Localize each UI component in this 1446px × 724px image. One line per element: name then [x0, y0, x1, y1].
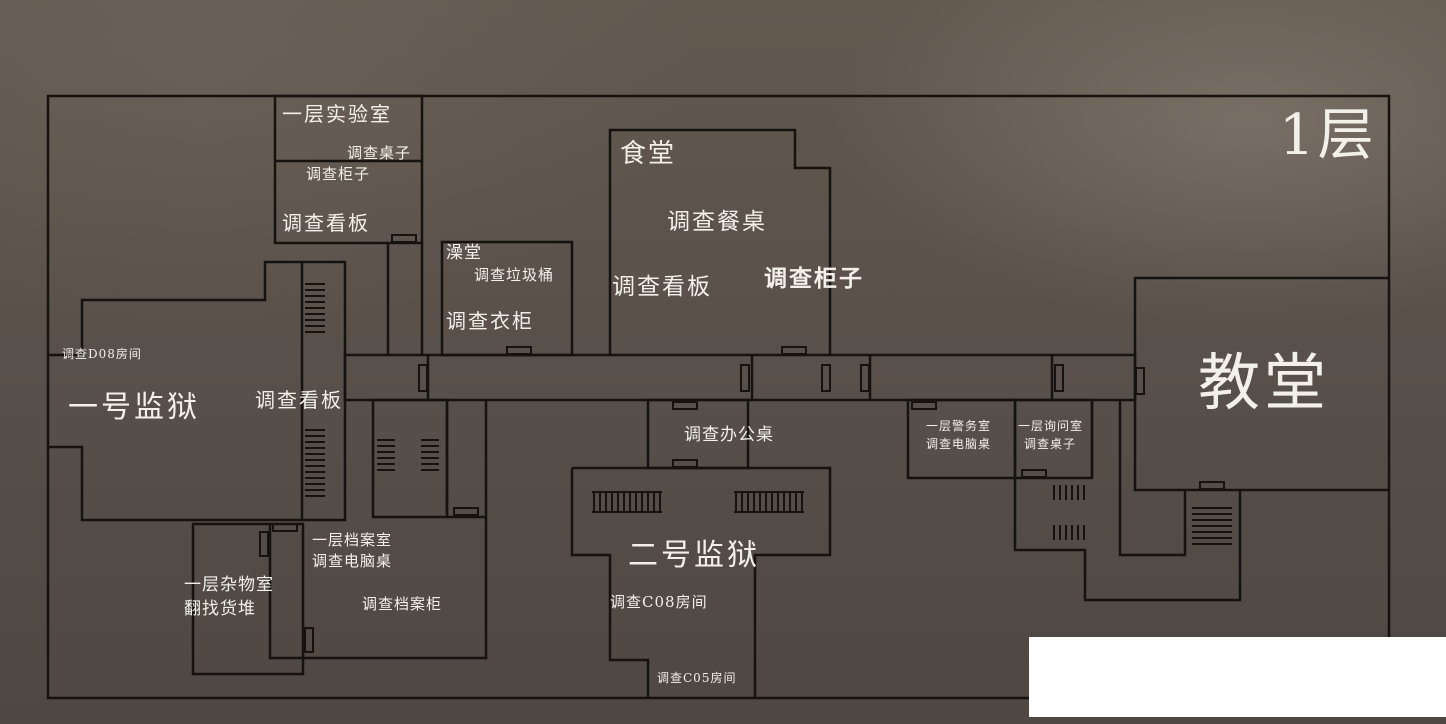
action-storage-pile[interactable]: 翻找货堆 — [184, 599, 256, 619]
cell-marks-prison2-right — [734, 491, 804, 513]
church-wall — [1133, 276, 1389, 492]
blank-overlay — [1029, 637, 1446, 717]
outer-wall — [46, 94, 1391, 700]
action-canteen-cabinet[interactable]: 调查柜子 — [764, 266, 864, 292]
room-lab[interactable]: 一层实验室 — [282, 102, 392, 126]
action-interrogation-desk[interactable]: 调查桌子 — [1024, 437, 1077, 451]
cell-block-right — [447, 400, 488, 519]
storage-wall — [191, 522, 305, 676]
cell-marks-prison2-left — [592, 491, 662, 513]
vertical-corridor-wall — [386, 243, 424, 355]
door-office-top — [672, 401, 698, 410]
room-police[interactable]: 一层警务室 — [926, 419, 992, 433]
room-archive[interactable]: 一层档案室 — [312, 531, 393, 549]
action-prison1-board[interactable]: 调查看板 — [255, 388, 343, 412]
door-church — [1135, 367, 1145, 395]
prison-1-wall — [48, 260, 347, 522]
action-archive-computer[interactable]: 调查电脑桌 — [312, 552, 393, 570]
stair-marks-church — [1192, 507, 1232, 545]
action-lab-cabinet[interactable]: 调查柜子 — [306, 165, 371, 183]
canteen-wall — [608, 128, 832, 355]
action-c08-room[interactable]: 调查C08房间 — [610, 593, 708, 611]
room-storage[interactable]: 一层杂物室 — [184, 575, 274, 595]
prison-2-wall — [570, 466, 832, 698]
action-lab-board[interactable]: 调查看板 — [282, 211, 370, 235]
floor-label: 1层 — [1279, 103, 1377, 168]
cell-marks-lower-right — [1053, 485, 1085, 540]
door-bath — [506, 346, 532, 355]
door-storage — [259, 531, 269, 557]
lower-right-rooms — [1013, 478, 1242, 602]
room-prison-2[interactable]: 二号监狱 — [628, 538, 760, 573]
room-church[interactable]: 教堂 — [1198, 346, 1331, 419]
door-archive-2 — [304, 627, 314, 653]
action-bath-trash[interactable]: 调查垃圾桶 — [474, 266, 555, 284]
door-church-bottom — [1199, 481, 1225, 490]
door-interrogation — [1021, 469, 1047, 478]
room-bath[interactable]: 澡堂 — [446, 243, 482, 263]
cell-marks-prison1-top — [305, 283, 325, 333]
action-c05-room[interactable]: 调查C05房间 — [657, 671, 737, 685]
door-corridor-3 — [821, 364, 831, 392]
action-canteen-table[interactable]: 调查餐桌 — [667, 209, 767, 235]
room-canteen[interactable]: 食堂 — [620, 139, 677, 169]
action-d08-room[interactable]: 调查D08房间 — [62, 347, 142, 361]
door-corridor-1 — [418, 364, 428, 392]
action-lab-desk[interactable]: 调查桌子 — [347, 144, 412, 162]
door-cell — [453, 507, 479, 516]
archive-wall — [268, 517, 488, 660]
action-office-desk[interactable]: 调查办公桌 — [684, 425, 774, 445]
action-canteen-board[interactable]: 调查看板 — [612, 274, 712, 300]
cell-marks-prison1-bottom — [305, 429, 325, 497]
door-corridor-2 — [740, 364, 750, 392]
action-archive-cabinet[interactable]: 调查档案柜 — [362, 595, 443, 613]
room-interrogation[interactable]: 一层询问室 — [1018, 419, 1084, 433]
door-archive — [272, 523, 298, 532]
cell-marks-left-block — [377, 439, 439, 471]
door-office-bottom — [672, 459, 698, 468]
door-canteen — [781, 346, 807, 355]
room-prison-1[interactable]: 一号监狱 — [68, 390, 200, 425]
lab-wall — [273, 94, 424, 245]
door-corridor-4 — [860, 364, 870, 392]
door-police — [911, 401, 937, 410]
action-police-computer[interactable]: 调查电脑桌 — [926, 437, 992, 451]
door-corridor-5 — [1054, 364, 1064, 392]
action-bath-wardrobe[interactable]: 调查衣柜 — [446, 309, 534, 333]
door-lab — [391, 234, 417, 243]
